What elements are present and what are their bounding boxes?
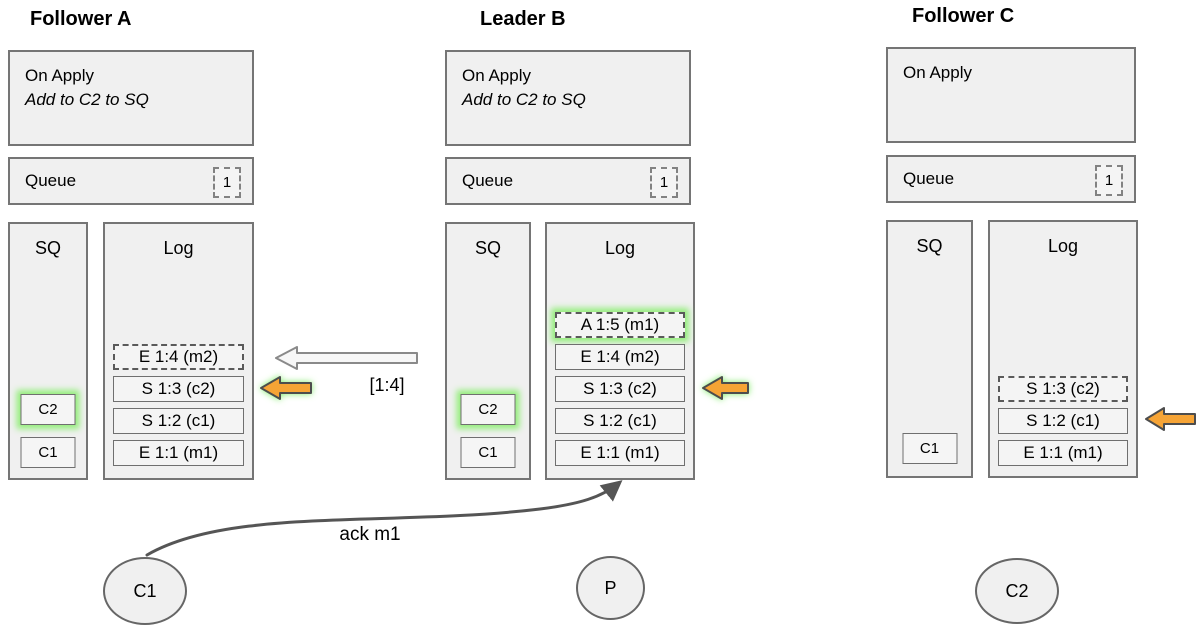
log-entry: S 1:3 (c2) [113, 376, 244, 402]
ack-label: ack m1 [339, 524, 401, 545]
log-entry: S 1:2 (c1) [998, 408, 1128, 434]
client-c1-ellipse: C1 [103, 557, 187, 625]
queue-count-badge: 1 [213, 167, 241, 198]
sq-label: SQ [916, 236, 943, 256]
sq-item-c1: C1 [902, 433, 957, 464]
on-apply-action: Add to C2 to SQ [25, 90, 149, 109]
log-entry: S 1:3 (c2) [555, 376, 685, 402]
queue-count-badge: 1 [1095, 165, 1123, 196]
on-apply-box: On Apply Add to C2 to SQ [8, 50, 254, 146]
log-entry: S 1:3 (c2) [998, 376, 1128, 402]
queue-label: Queue [25, 171, 77, 190]
log-entry: E 1:4 (m2) [555, 344, 685, 370]
log-cursor-arrow-leader-b-icon [702, 376, 749, 400]
sq-item-c2: C2 [460, 394, 516, 425]
queue-count-badge: 1 [650, 167, 678, 198]
log-box: Log E 1:4 (m2) S 1:3 (c2) S 1:2 (c1) E 1… [103, 222, 254, 480]
log-cursor-arrow-follower-a-icon [260, 376, 312, 400]
node-follower-a: Follower A On Apply Add to C2 to SQ Queu… [8, 8, 254, 481]
node-title-leader-b: Leader B [480, 8, 566, 30]
log-box: Log S 1:3 (c2) S 1:2 (c1) E 1:1 (m1) [988, 220, 1138, 478]
log-entry: S 1:2 (c1) [555, 408, 685, 434]
node-leader-b: Leader B On Apply Add to C2 to SQ Queue … [445, 8, 695, 481]
log-label: Log [604, 238, 636, 258]
replicate-arrow-icon [275, 346, 418, 370]
log-entry: E 1:1 (m1) [998, 440, 1128, 466]
log-cursor-arrow-follower-c-icon [1145, 407, 1196, 431]
sq-item-c1: C1 [20, 437, 76, 468]
log-entry: E 1:1 (m1) [113, 440, 244, 466]
on-apply-box: On Apply Add to C2 to SQ [445, 50, 691, 146]
log-entry: A 1:5 (m1) [555, 312, 685, 338]
log-label: Log [1047, 236, 1079, 256]
proposer-p-ellipse: P [576, 556, 645, 620]
node-title-follower-c: Follower C [912, 5, 1015, 27]
log-label: Log [163, 238, 194, 258]
on-apply-label: On Apply [903, 63, 972, 82]
log-entries: S 1:3 (c2) S 1:2 (c1) E 1:1 (m1) [998, 376, 1128, 466]
sq-label: SQ [34, 238, 61, 258]
log-entries: A 1:5 (m1) E 1:4 (m2) S 1:3 (c2) S 1:2 (… [555, 312, 685, 466]
queue-label: Queue [462, 171, 514, 190]
sq-item-c1: C1 [460, 437, 516, 468]
log-entry: E 1:1 (m1) [555, 440, 685, 466]
on-apply-label: On Apply [462, 66, 531, 85]
log-entry: S 1:2 (c1) [113, 408, 244, 434]
queue-box: Queue 1 [886, 155, 1136, 203]
on-apply-box: On Apply [886, 47, 1136, 143]
client-c2-ellipse: C2 [975, 558, 1059, 624]
log-entries: E 1:4 (m2) S 1:3 (c2) S 1:2 (c1) E 1:1 (… [113, 344, 244, 466]
node-title-follower-a: Follower A [30, 8, 132, 30]
log-box: Log A 1:5 (m1) E 1:4 (m2) S 1:3 (c2) S 1… [545, 222, 695, 480]
node-follower-c: Follower C On Apply Queue 1 SQ C1 Log S … [886, 5, 1138, 478]
on-apply-label: On Apply [25, 66, 94, 85]
queue-label: Queue [903, 169, 955, 188]
sq-item-c2: C2 [20, 394, 76, 425]
sq-box: SQ C2 C1 [445, 222, 531, 480]
queue-box: Queue 1 [8, 157, 254, 205]
sq-box: SQ C1 [886, 220, 973, 478]
queue-box: Queue 1 [445, 157, 691, 205]
sq-label: SQ [474, 238, 501, 258]
log-entry: E 1:4 (m2) [113, 344, 244, 370]
on-apply-action: Add to C2 to SQ [462, 90, 586, 109]
sq-box: SQ C2 C1 [8, 222, 88, 480]
replicate-range-label: [1:4] [369, 375, 405, 395]
